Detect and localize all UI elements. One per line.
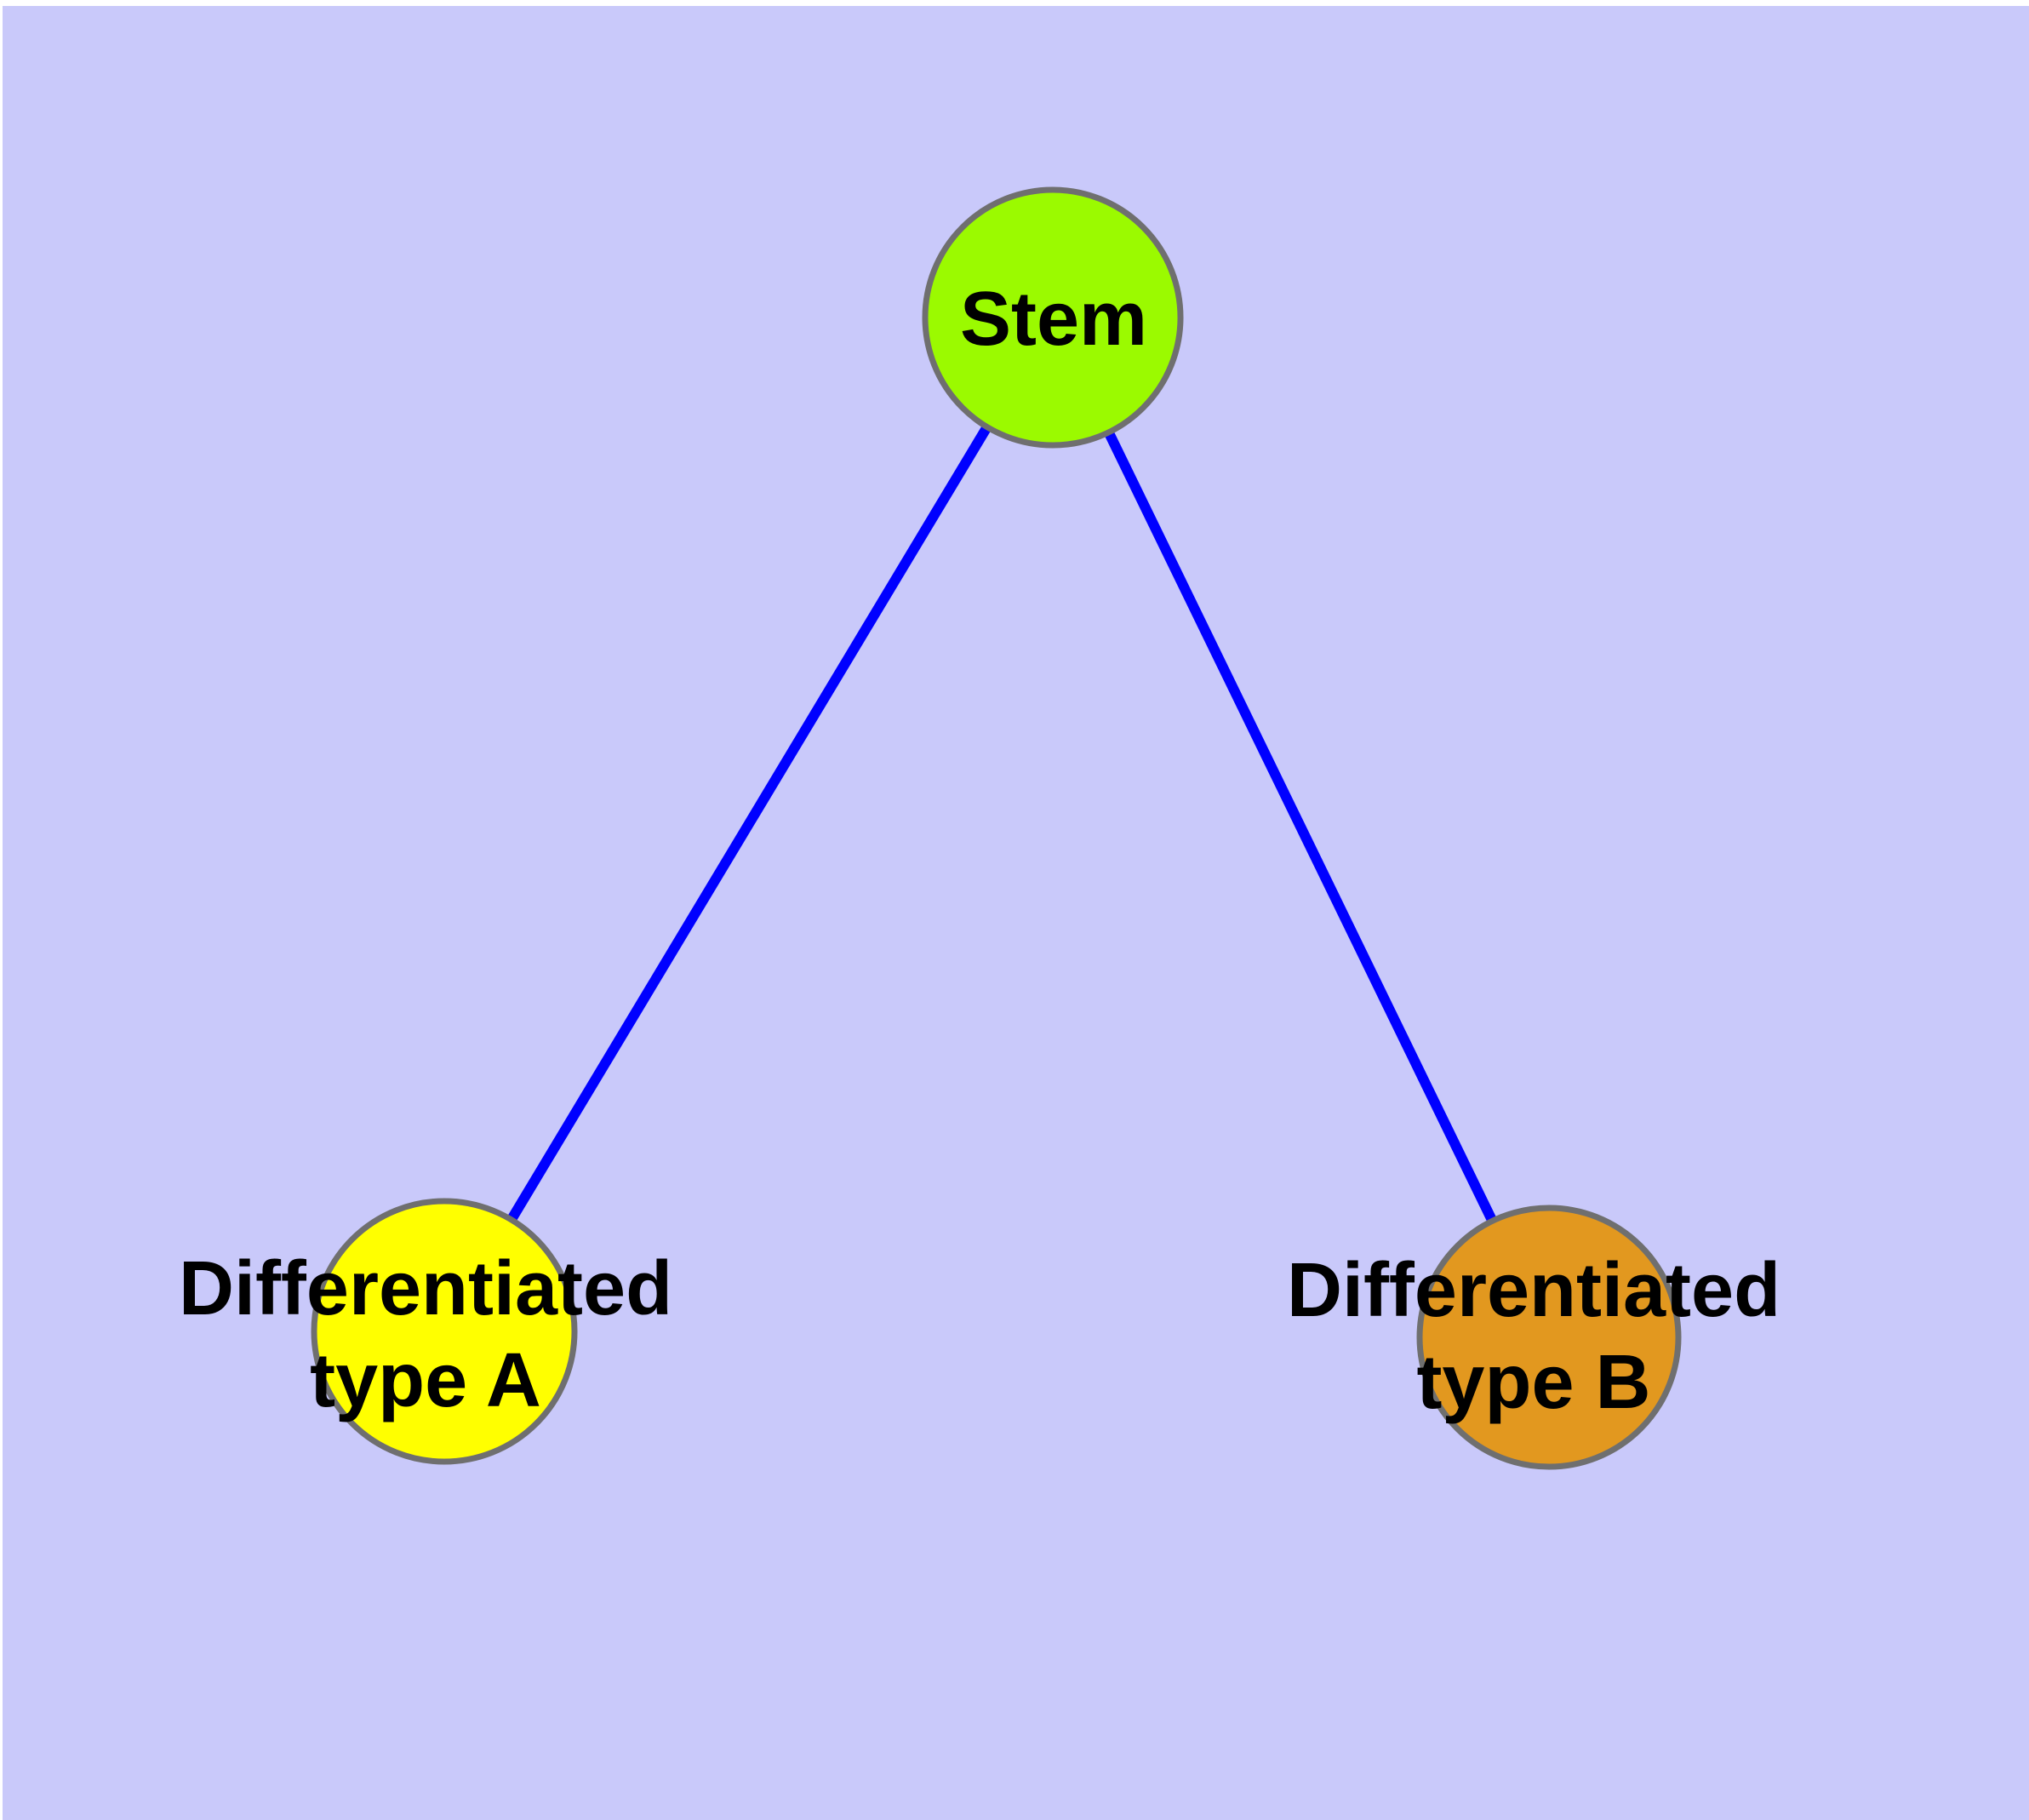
node-label-type-b-line2: type B xyxy=(1416,1340,1651,1425)
node-label-type-b: Differentiated type B xyxy=(1287,1245,1780,1428)
edge-stem-to-type-b xyxy=(1048,315,1554,1340)
node-type-b xyxy=(1416,1205,1682,1470)
node-label-type-b-line1: Differentiated xyxy=(1286,1248,1781,1333)
node-label-type-a-line2: type A xyxy=(310,1338,541,1423)
node-label-type-a: Differentiated type A xyxy=(179,1243,672,1427)
node-stem xyxy=(922,186,1184,449)
node-label-type-a-line1: Differentiated xyxy=(178,1246,673,1331)
node-label-stem: Stem xyxy=(959,277,1148,362)
node-type-a xyxy=(311,1198,578,1465)
edge-stem-to-type-a xyxy=(439,314,1058,1335)
